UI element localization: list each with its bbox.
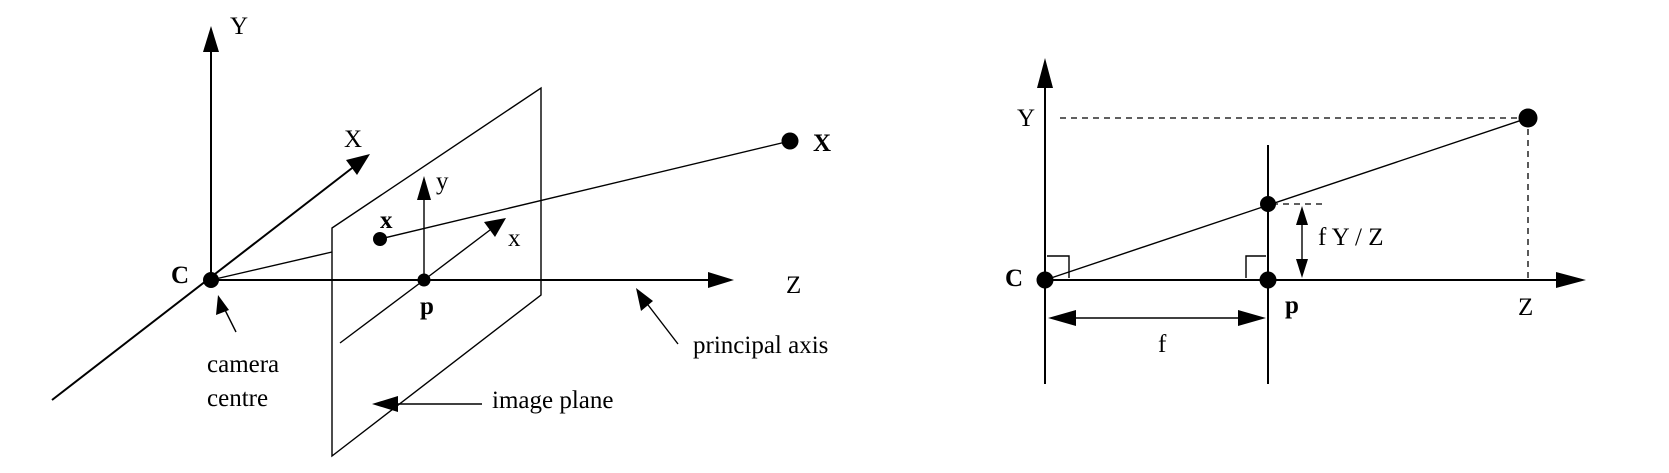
camera-centre-dot: [203, 272, 219, 288]
world-point-dot: [781, 132, 799, 150]
right-label-C: C: [1005, 265, 1023, 292]
label-C: C: [171, 262, 189, 289]
right-angle-marker-c: [1047, 255, 1070, 278]
fyz-arrowhead-top: [1296, 206, 1308, 225]
label-X: X: [344, 126, 362, 153]
y-axis-arrowhead: [203, 26, 219, 52]
label-Z: Z: [786, 272, 801, 299]
label-p: p: [420, 293, 434, 320]
image-y-arrowhead: [417, 176, 431, 200]
principal-point-dot: [417, 273, 431, 287]
right-y-arrowhead: [1037, 58, 1053, 88]
right-camera-centre-dot: [1036, 271, 1054, 289]
right-image-point-dot: [1260, 196, 1276, 212]
left-diagram: Y X Z C p x X y x camera centre image pl…: [51, 13, 831, 458]
right-label-Y: Y: [1017, 105, 1035, 132]
image-x-axis: [423, 229, 491, 281]
label-principal-axis: principal axis: [693, 332, 828, 359]
right-label-fyz: f Y / Z: [1318, 224, 1384, 251]
image-x-axis-back: [339, 279, 425, 344]
image-x-arrowhead: [484, 218, 506, 237]
camera-centre-pointer-head: [216, 295, 229, 315]
ray-c-to-plane: [210, 251, 333, 281]
image-plane: [331, 86, 542, 458]
ray-x-to-X: [379, 140, 791, 240]
label-image-point: x: [380, 207, 393, 234]
right-z-arrowhead: [1556, 272, 1586, 288]
label-image-y: y: [436, 168, 449, 195]
right-world-point-dot: [1518, 108, 1538, 128]
label-image-x: x: [508, 225, 521, 252]
focal-arrowhead-right: [1238, 310, 1266, 326]
right-label-f: f: [1158, 331, 1167, 358]
x-axis-arrowhead: [346, 154, 370, 175]
right-ray: [1044, 117, 1529, 281]
right-angle-marker-p: [1245, 255, 1266, 278]
principal-axis-pointer: [644, 300, 679, 345]
image-point-dot: [373, 232, 387, 246]
label-image-plane: image plane: [492, 387, 613, 414]
right-label-p: p: [1285, 292, 1299, 319]
focal-arrowhead-left: [1048, 310, 1076, 326]
right-principal-point-dot: [1259, 271, 1277, 289]
z-axis-arrowhead: [708, 272, 734, 288]
right-diagram: Y Z C p f f Y / Z: [1005, 58, 1586, 384]
right-label-Z: Z: [1518, 294, 1533, 321]
label-world-point: X: [813, 130, 831, 157]
label-Y: Y: [230, 13, 248, 40]
label-centre: centre: [207, 385, 268, 412]
fyz-arrowhead-bottom: [1296, 259, 1308, 278]
label-camera: camera: [207, 351, 279, 378]
image-plane-pointer-head: [372, 396, 398, 412]
principal-axis-pointer-head: [636, 288, 653, 311]
